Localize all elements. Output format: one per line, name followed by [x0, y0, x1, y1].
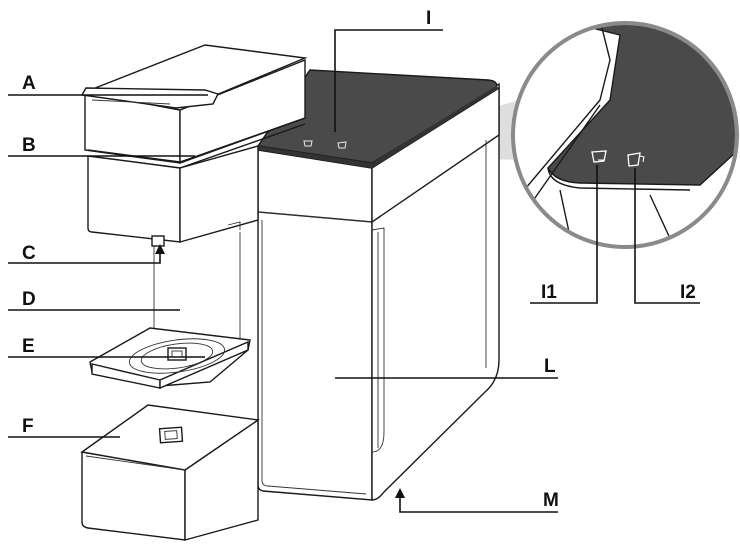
panel-cup-large-icon[interactable]: [337, 141, 347, 149]
cup-tray[interactable]: [89, 327, 251, 390]
brew-head: [80, 44, 308, 247]
panel-cup-small-icon[interactable]: [303, 140, 313, 147]
top-control-panel: [256, 69, 499, 168]
zoom-cup-small-icon: [591, 150, 607, 163]
label-i1: I1: [541, 282, 557, 303]
label-i2: I2: [680, 282, 696, 303]
label-c: C: [22, 243, 36, 264]
label-b: B: [22, 135, 36, 156]
label-e: E: [22, 336, 35, 357]
label-l: L: [544, 356, 556, 377]
label-a: A: [22, 73, 36, 94]
leader-lines: [8, 29, 700, 513]
zoom-detail: [511, 21, 739, 249]
label-d: D: [22, 289, 36, 310]
label-f: F: [22, 416, 34, 437]
zoom-cup-large-icon: [627, 152, 645, 167]
part-labels: A B C D E F I I1 I2 L M: [22, 8, 696, 511]
machine-body: [257, 82, 500, 501]
lid-handle[interactable]: [80, 87, 219, 109]
label-i: I: [426, 8, 431, 29]
label-m: M: [543, 490, 559, 511]
capsule-container[interactable]: [80, 404, 260, 541]
